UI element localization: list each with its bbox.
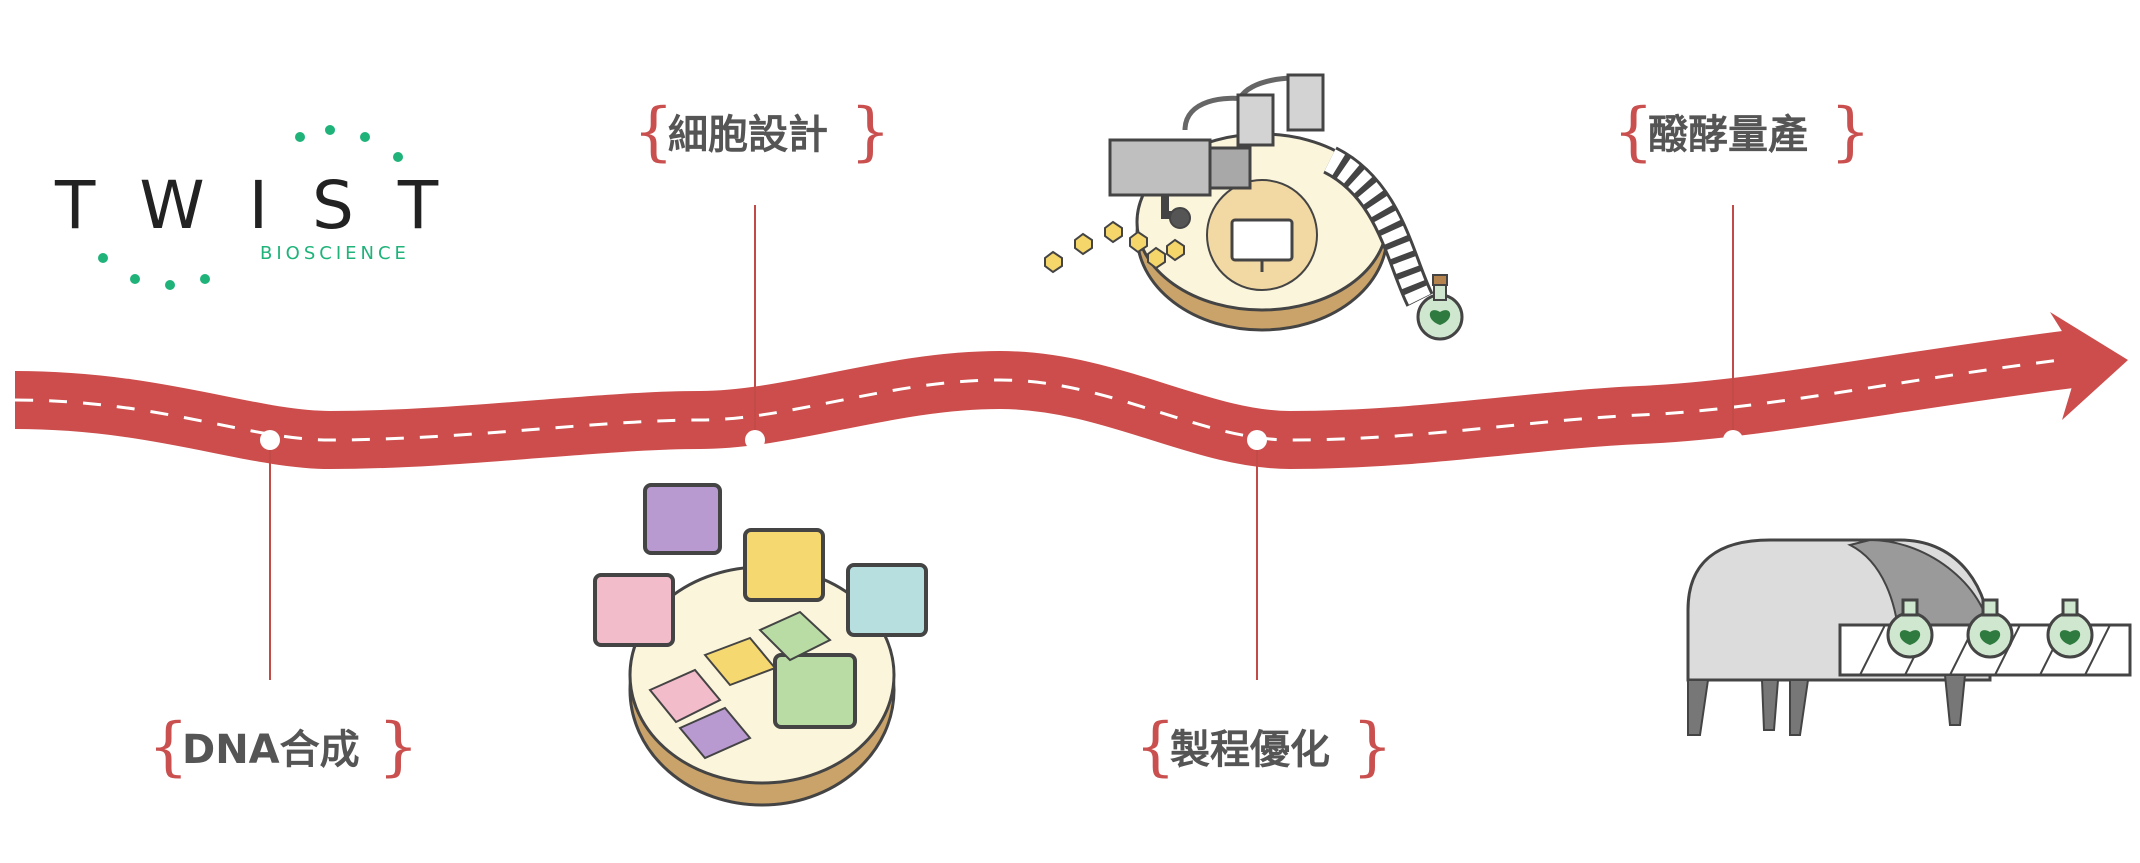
- logo-subtitle: BIOSCIENCE: [260, 243, 410, 264]
- recycle-icon: [773, 653, 857, 729]
- process-road: [14, 312, 2128, 470]
- road-centerline: [14, 358, 2061, 442]
- fuel-pump-icon: [743, 528, 825, 602]
- brace-left: {: [1135, 710, 1176, 784]
- logo-wordmark: TWIST: [55, 167, 483, 244]
- brace-left: {: [1613, 95, 1654, 169]
- brace-right: }: [378, 710, 419, 784]
- stage-label-dna-synthesis: DNA合成: [182, 727, 360, 773]
- production-machine-illustration: [1044, 73, 1464, 341]
- pill-bottle-icon: [643, 483, 722, 555]
- road-arrowhead: [2050, 312, 2128, 420]
- monitor-icon: [1230, 218, 1294, 262]
- beaker-icon: [846, 563, 928, 637]
- capsule-icon: [593, 573, 675, 647]
- fermentation-conveyor-illustration: [1686, 538, 2132, 736]
- stage-label-fermentation-production: 醱酵量產: [1648, 112, 1808, 158]
- stage-node: [745, 430, 765, 450]
- flask-icon: [1416, 274, 1464, 341]
- stage-node: [1247, 430, 1267, 450]
- twist-bioscience-logo: TWIST BIOSCIENCE: [55, 125, 475, 305]
- brace-right: }: [850, 95, 891, 169]
- stage-node: [260, 430, 280, 450]
- cell-design-illustration: [593, 483, 928, 807]
- brace-left: {: [633, 95, 674, 169]
- logo-dots: [98, 125, 403, 290]
- brace-right: }: [1352, 710, 1393, 784]
- brace-left: {: [148, 710, 189, 784]
- stage-label-cell-design: 細胞設計: [668, 112, 828, 158]
- brace-right: }: [1830, 95, 1871, 169]
- stage-label-process-optimization: 製程優化: [1170, 727, 1330, 773]
- stage-node: [1723, 430, 1743, 450]
- stage-connectors: [260, 205, 1743, 680]
